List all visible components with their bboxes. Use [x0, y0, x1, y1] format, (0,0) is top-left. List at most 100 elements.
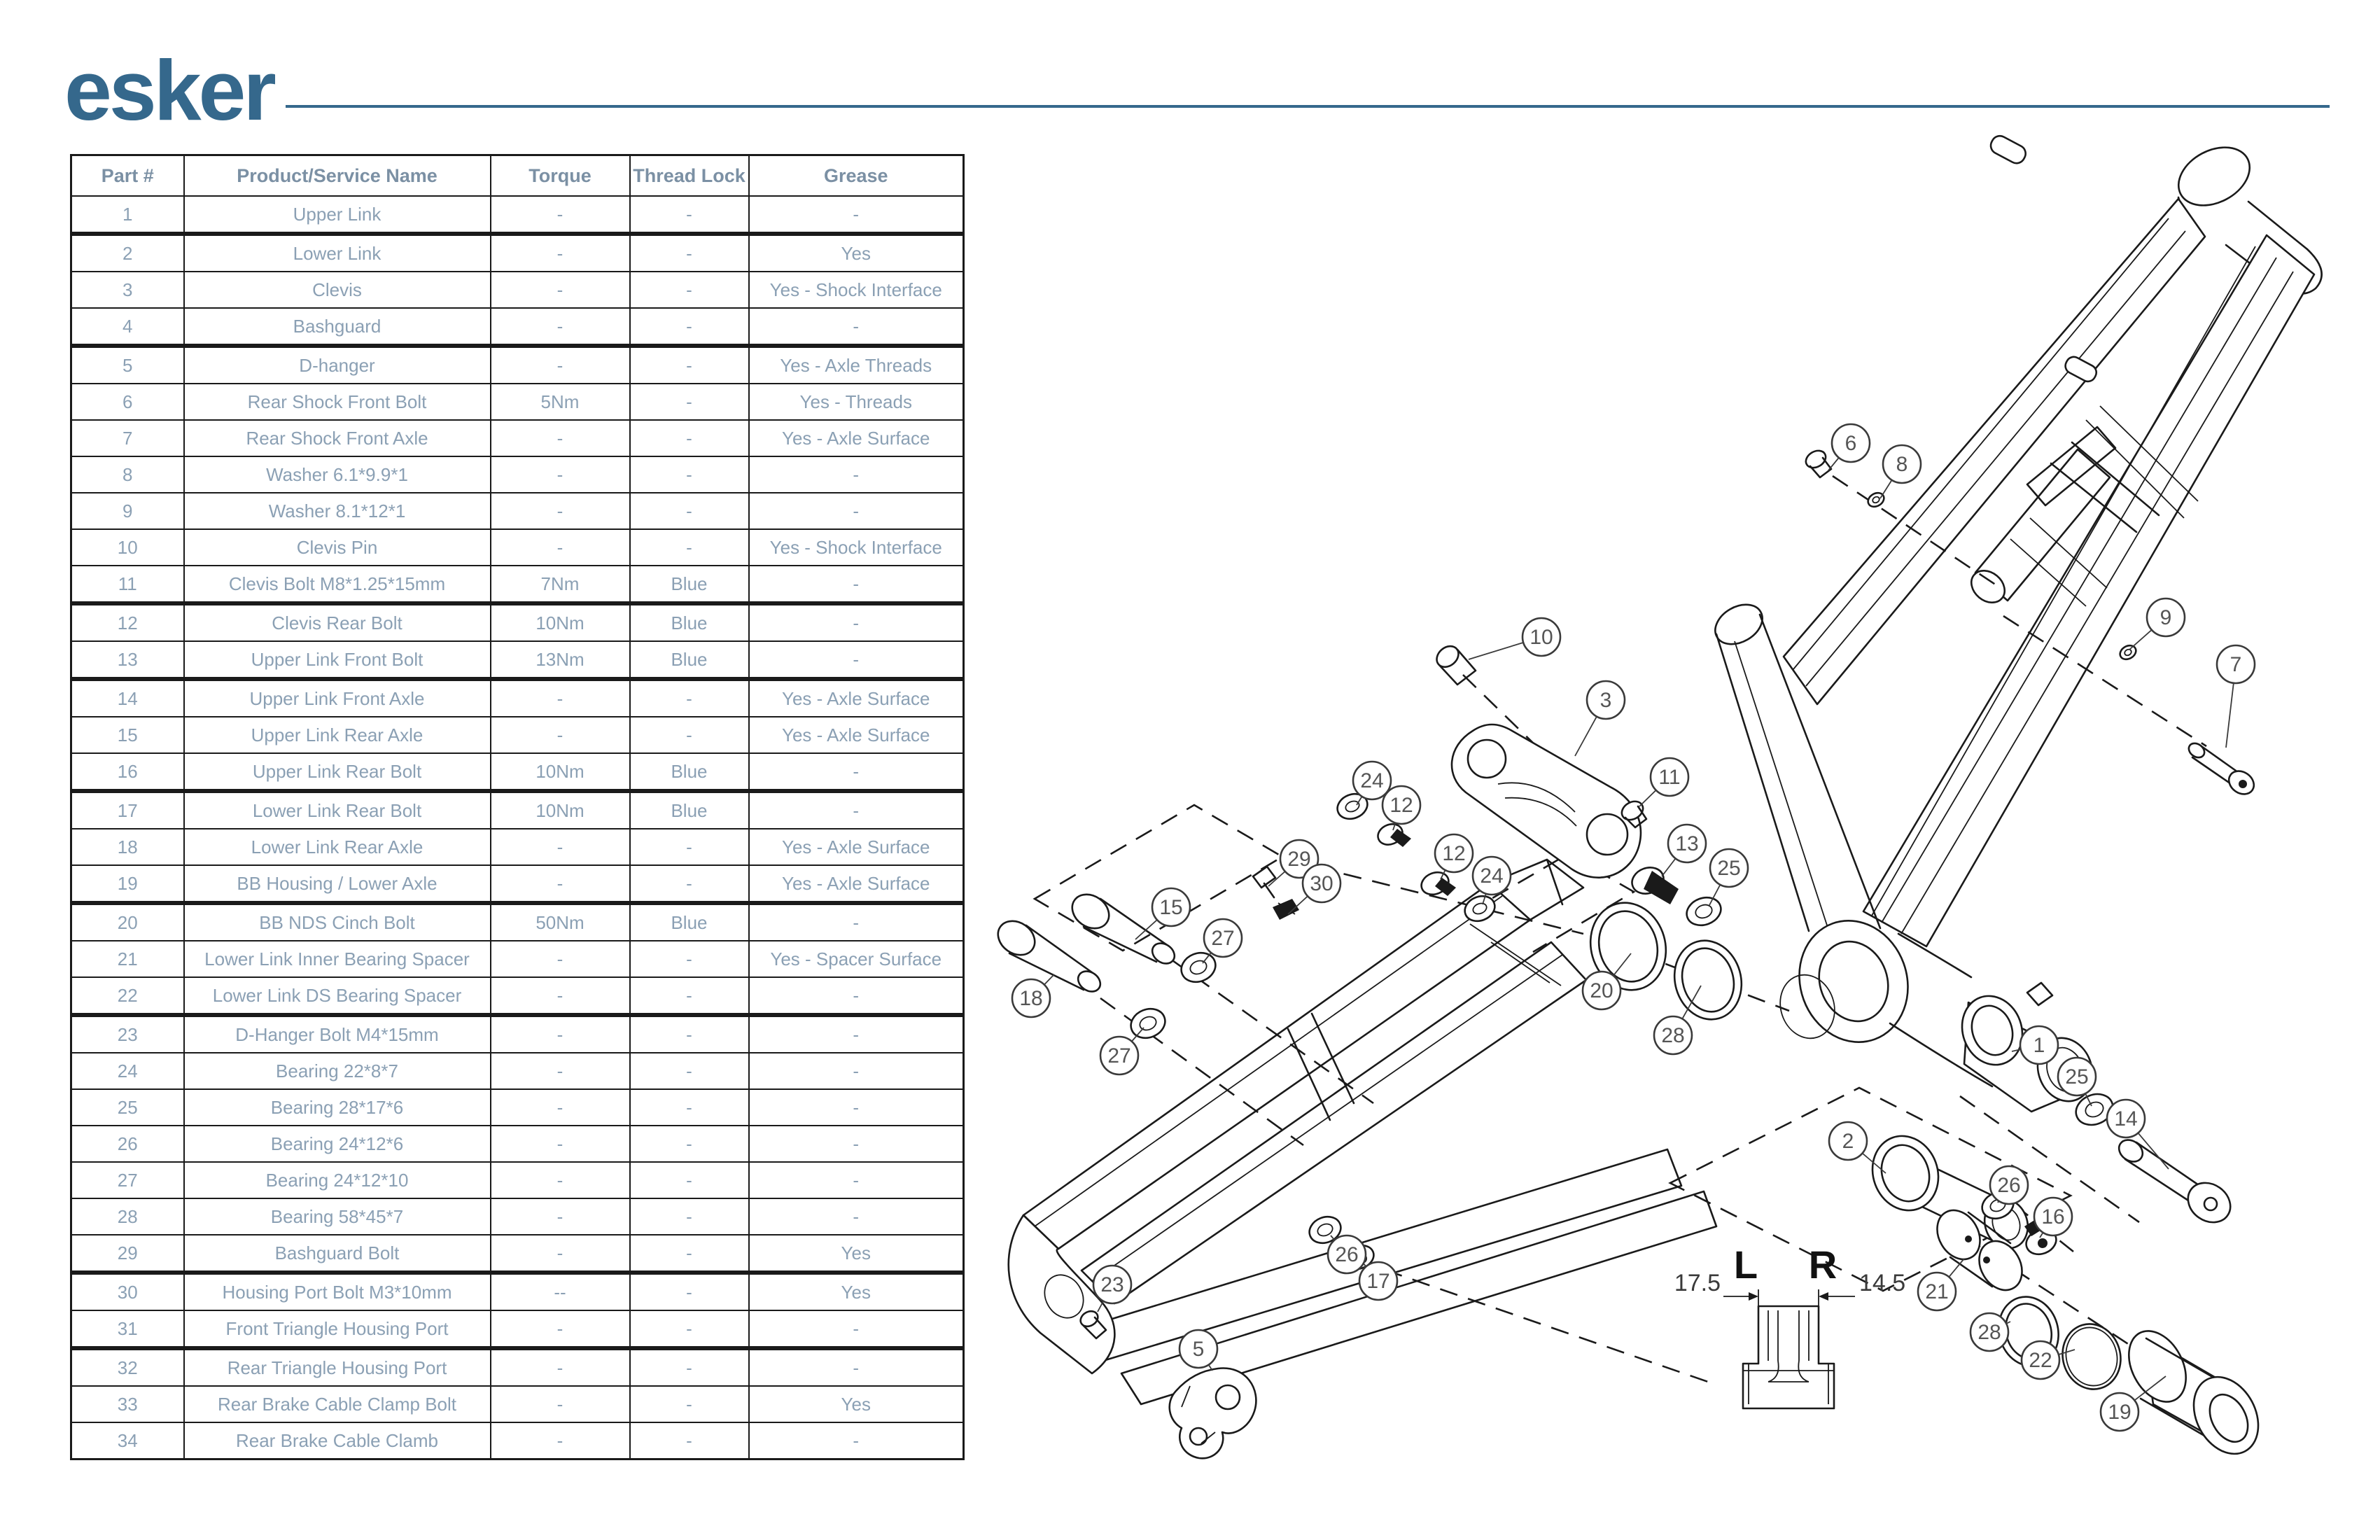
- part-number-cell: 25: [70, 1088, 185, 1126]
- lower-link-cross-section: L R 17.5 14.5: [1674, 1242, 1905, 1410]
- part-name-cell: Upper Link Front Bolt: [183, 640, 491, 681]
- part-number-cell: 27: [70, 1161, 185, 1199]
- thread-lock-cell: -: [629, 1198, 750, 1236]
- torque-cell: -: [489, 307, 631, 348]
- thread-lock-cell: Blue: [629, 565, 750, 606]
- thread-lock-cell: -: [629, 233, 750, 272]
- grease-cell: Yes - Axle Surface: [748, 828, 965, 866]
- grease-cell: -: [748, 1198, 965, 1236]
- torque-cell: -: [489, 1348, 631, 1387]
- grease-cell: -: [748, 640, 965, 681]
- torque-cell: --: [489, 1272, 631, 1311]
- part-name-cell: Upper Link Front Axle: [183, 678, 491, 718]
- part-name-cell: Washer 6.1*9.9*1: [183, 456, 491, 493]
- svg-text:17: 17: [1366, 1270, 1390, 1293]
- callout-18: 18: [1011, 974, 1055, 1018]
- torque-cell: -: [489, 1422, 631, 1460]
- svg-text:11: 11: [1658, 766, 1680, 789]
- svg-text:26: 26: [1335, 1243, 1358, 1266]
- column-header-4: Grease: [748, 154, 965, 197]
- torque-cell: -: [489, 1234, 631, 1275]
- thread-lock-cell: -: [629, 307, 750, 348]
- svg-text:18: 18: [1019, 987, 1042, 1010]
- part-name-cell: Rear Shock Front Axle: [183, 419, 491, 457]
- grease-cell: -: [748, 1088, 965, 1126]
- svg-text:14: 14: [2114, 1107, 2137, 1130]
- part-number-cell: 10: [70, 528, 185, 566]
- svg-text:12: 12: [1390, 794, 1413, 817]
- svg-text:3: 3: [1600, 689, 1612, 712]
- svg-text:24: 24: [1480, 864, 1503, 888]
- part-name-cell: D-Hanger Bolt M4*15mm: [183, 1014, 491, 1054]
- torque-cell: -: [489, 828, 631, 866]
- thread-lock-cell: -: [629, 345, 750, 384]
- part-name-cell: Upper Link: [183, 195, 491, 236]
- part-number-cell: 11: [70, 565, 185, 606]
- part-name-cell: Lower Link Rear Axle: [183, 828, 491, 866]
- thread-lock-cell: -: [629, 1272, 750, 1311]
- svg-text:16: 16: [2041, 1205, 2064, 1228]
- callout-16: 16: [2033, 1196, 2073, 1238]
- callout-11: 11: [1639, 757, 1690, 807]
- callout-6: 6: [1828, 423, 1871, 471]
- grease-cell: Yes - Axle Surface: [748, 864, 965, 905]
- callout-1: 1: [2011, 1025, 2059, 1065]
- torque-cell: 10Nm: [489, 790, 631, 830]
- svg-text:24: 24: [1360, 769, 1383, 792]
- part-number-cell: 9: [70, 492, 185, 530]
- thread-lock-cell: Blue: [629, 752, 750, 793]
- torque-cell: 13Nm: [489, 640, 631, 681]
- torque-cell: 7Nm: [489, 565, 631, 606]
- part-number-cell: 18: [70, 828, 185, 866]
- torque-cell: -: [489, 492, 631, 530]
- part-number-cell: 22: [70, 976, 185, 1017]
- torque-cell: -: [489, 1385, 631, 1423]
- torque-cell: -: [489, 864, 631, 905]
- torque-cell: -: [489, 233, 631, 272]
- svg-text:21: 21: [1925, 1280, 1948, 1303]
- part-name-cell: Lower Link Rear Bolt: [183, 790, 491, 830]
- torque-cell: -: [489, 1198, 631, 1236]
- callout-27: 27: [1202, 918, 1243, 964]
- part-number-cell: 4: [70, 307, 185, 348]
- grease-cell: Yes - Axle Surface: [748, 678, 965, 718]
- part-name-cell: Lower Link DS Bearing Spacer: [183, 976, 491, 1017]
- thread-lock-cell: -: [629, 383, 750, 421]
- callout-24: 24: [1471, 855, 1512, 905]
- part-name-cell: Bearing 22*8*7: [183, 1052, 491, 1090]
- part-name-cell: Bearing 24*12*10: [183, 1161, 491, 1199]
- torque-cell: 50Nm: [489, 902, 631, 941]
- part-name-cell: Bashguard: [183, 307, 491, 348]
- callout-13: 13: [1661, 823, 1707, 877]
- part-number-cell: 29: [70, 1234, 185, 1275]
- thread-lock-cell: -: [629, 678, 750, 718]
- torque-cell: -: [489, 940, 631, 978]
- svg-text:2: 2: [1842, 1130, 1854, 1153]
- part-number-cell: 14: [70, 678, 185, 718]
- part-number-cell: 20: [70, 902, 185, 941]
- thread-lock-cell: Blue: [629, 790, 750, 830]
- part-number-cell: 23: [70, 1014, 185, 1054]
- grease-cell: Yes - Shock Interface: [748, 528, 965, 566]
- thread-lock-cell: Blue: [629, 640, 750, 681]
- callout-21: 21: [1917, 1258, 1965, 1312]
- grease-cell: Yes: [748, 1272, 965, 1311]
- part-name-cell: Lower Link Inner Bearing Spacer: [183, 940, 491, 978]
- part-number-cell: 15: [70, 716, 185, 754]
- column-header-1: Product/Service Name: [183, 154, 491, 197]
- torque-cell: -: [489, 456, 631, 493]
- thread-lock-cell: -: [629, 528, 750, 566]
- part-number-cell: 8: [70, 456, 185, 493]
- torque-cell: -: [489, 1161, 631, 1199]
